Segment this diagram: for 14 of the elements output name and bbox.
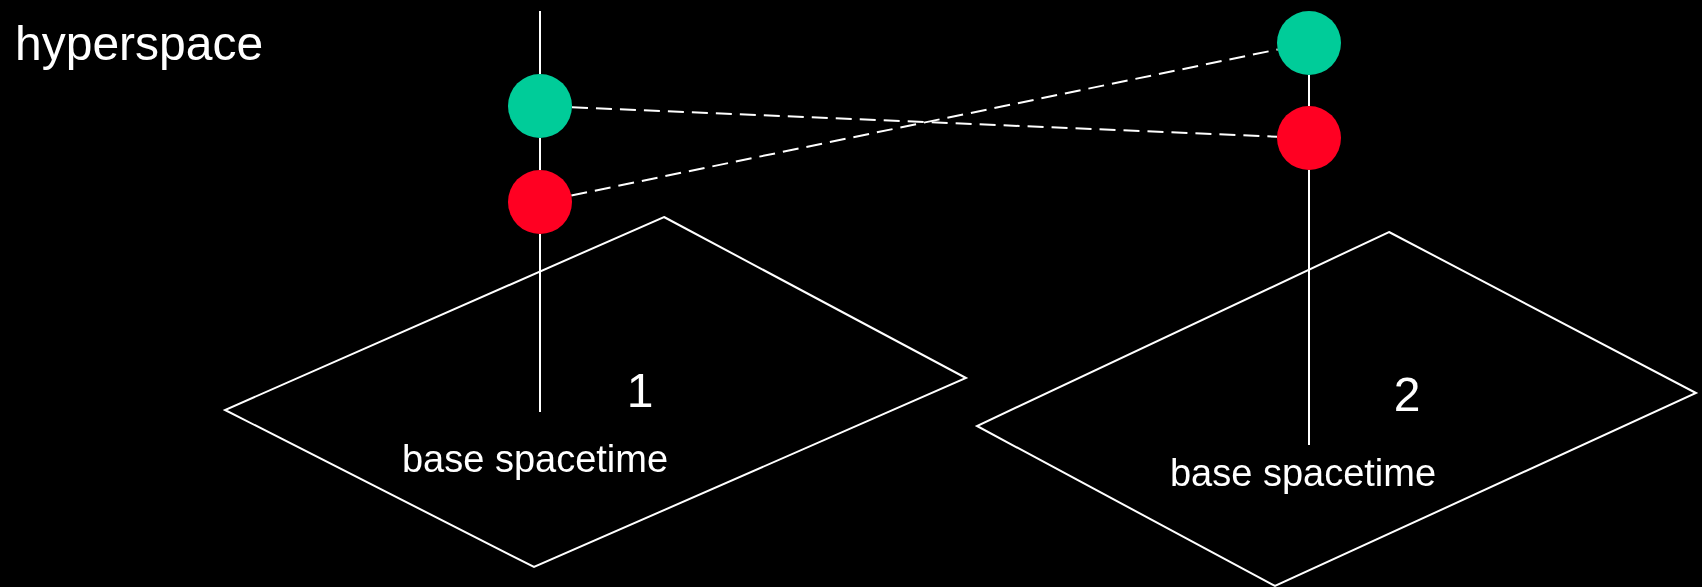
plane-diamond bbox=[977, 232, 1696, 586]
fiber-line bbox=[539, 137, 541, 171]
region-label: hyperspace bbox=[15, 20, 264, 68]
plane-label: base spacetime bbox=[1169, 454, 1437, 492]
plane-number: 2 bbox=[1393, 371, 1421, 419]
dashed-line bbox=[570, 48, 1279, 197]
fiber-line bbox=[539, 10, 541, 75]
plane-label: base spacetime bbox=[401, 440, 669, 478]
plane-diamond bbox=[225, 217, 966, 567]
fiber-line bbox=[1308, 169, 1310, 446]
fiber-line bbox=[539, 233, 541, 413]
fiber-line bbox=[1308, 74, 1310, 107]
dashed-line bbox=[570, 106, 1279, 138]
plane-number: 1 bbox=[626, 367, 654, 415]
